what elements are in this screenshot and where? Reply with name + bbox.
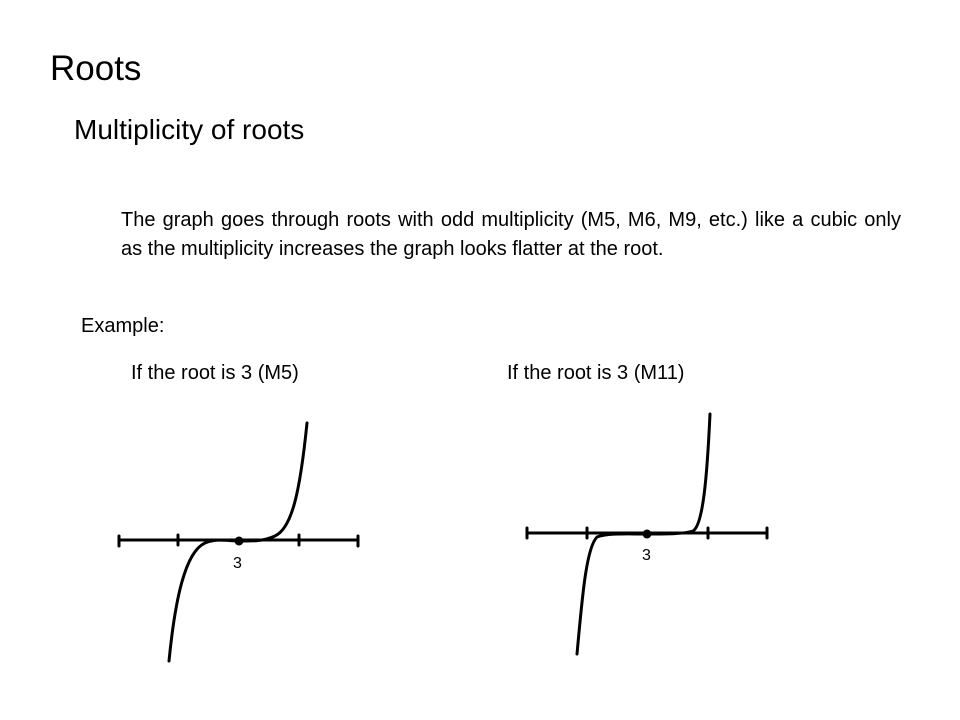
description-paragraph: The graph goes through roots with odd mu… [121,209,901,260]
slide-subtitle: Multiplicity of roots [74,114,305,145]
root-label: 3 [642,547,651,564]
root-label: 3 [233,555,242,572]
graph-caption-m5: If the root is 3 (M5) [131,362,299,384]
slide-title: Roots [50,49,142,88]
root-point [642,529,652,539]
root-point [234,536,244,546]
example-label: Example: [81,315,165,337]
graph-caption-m11: If the root is 3 (M11) [507,362,685,384]
